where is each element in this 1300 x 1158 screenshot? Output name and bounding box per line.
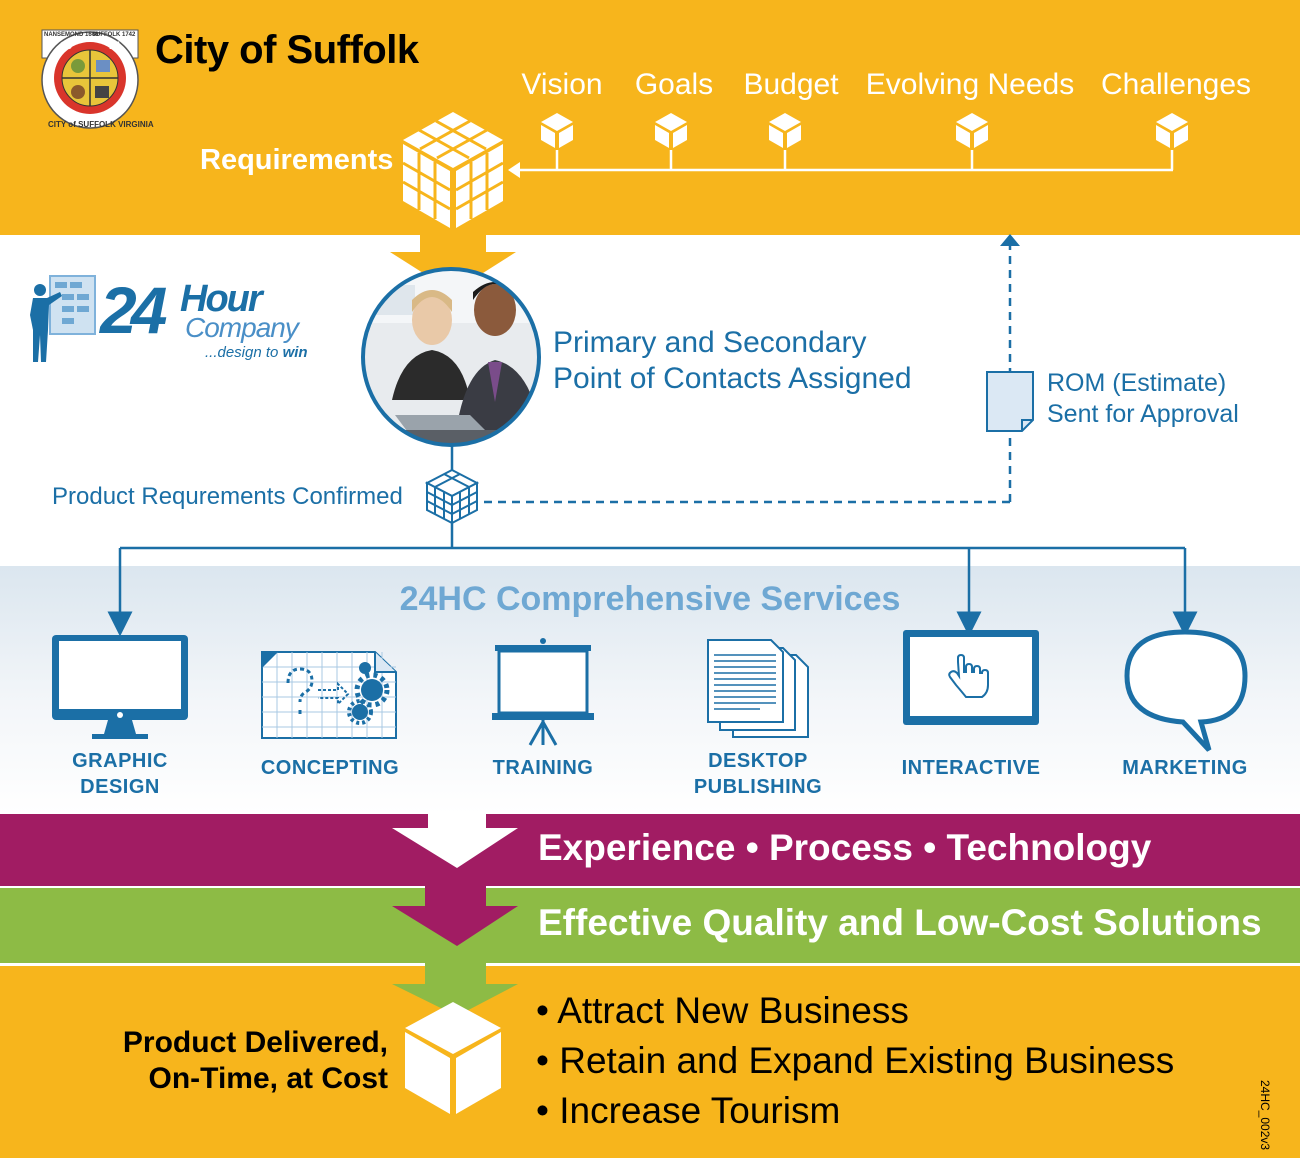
- seal-year-left: 19: [60, 40, 73, 52]
- monitor-icon: [52, 635, 188, 739]
- need-label-budget: Budget: [743, 68, 839, 101]
- challenges-cube-icon: [1156, 113, 1188, 148]
- seal-left-caption: NANSEMOND 1646: [44, 32, 99, 38]
- logo-hour: Hour: [180, 278, 263, 320]
- presenter-icon: [30, 275, 96, 362]
- speech-bubble-icon: [1124, 629, 1248, 752]
- benefit-item: • Attract New Business: [536, 990, 909, 1031]
- outcome-band: [0, 966, 1300, 1158]
- process-connectors: [107, 445, 1198, 637]
- need-cube-icons: [541, 113, 1188, 148]
- service-label-concepting: CONCEPTING: [260, 757, 400, 779]
- logo-number: 24: [100, 273, 167, 347]
- solutions-band: [0, 888, 1300, 963]
- contacts-photo: [361, 267, 541, 447]
- city-title: City of Suffolk: [155, 28, 419, 72]
- rom-document-icon: [986, 371, 1034, 432]
- document-id: 24HC_002v3: [1258, 1080, 1272, 1151]
- documents-icon: [707, 639, 809, 738]
- seal-ring-text: CITY of SUFFOLK VIRGINIA: [48, 120, 154, 129]
- experience-process-technology-text: Experience • Process • Technology: [538, 827, 1152, 868]
- need-label-evolving-needs: Evolving Needs: [865, 68, 1075, 101]
- requirements-confirmed-label: Product Requrements Confirmed: [52, 483, 403, 510]
- evolving-needs-cube-icon: [956, 113, 988, 148]
- product-delivered-text: Product Delivered, On-Time, at Cost: [122, 1026, 388, 1095]
- rom-estimate-text: ROM (Estimate) Sent for Approval: [1047, 369, 1239, 428]
- experience-down-arrow: [392, 886, 518, 946]
- benefits-list: • Attract New Business • Retain and Expa…: [536, 986, 1174, 1136]
- company-logo: 24 Hour Company ...design to win: [100, 272, 308, 361]
- confirmed-cube-icon: [424, 468, 480, 525]
- requirements-label: Requirements: [200, 144, 394, 176]
- service-label-interactive: INTERACTIVE: [901, 757, 1041, 779]
- logo-tagline: ...design to win: [205, 344, 308, 361]
- city-seal: [41, 29, 139, 129]
- goals-cube-icon: [655, 113, 687, 148]
- need-label-vision: Vision: [521, 68, 603, 101]
- services-title: 24HC Comprehensive Services: [399, 580, 901, 618]
- service-label-training: TRAINING: [492, 757, 594, 779]
- delivered-cube-icon: [405, 1002, 501, 1114]
- requirements-down-arrow: [390, 235, 516, 292]
- service-label-marketing: MARKETING: [1122, 757, 1248, 779]
- services-band: [0, 566, 1300, 814]
- seal-year-right: 74: [108, 40, 121, 52]
- logo-company: Company: [185, 312, 299, 343]
- touch-screen-icon: [903, 630, 1039, 725]
- vision-cube-icon: [541, 113, 573, 148]
- benefit-item: • Increase Tourism: [536, 1090, 841, 1131]
- projection-screen-icon: [492, 638, 594, 746]
- seal-right-caption: SUFFOLK 1742: [92, 32, 136, 38]
- needs-arrow-head: [508, 162, 520, 178]
- needs-connector: [520, 150, 1174, 172]
- benefit-item: • Retain and Expand Existing Business: [536, 1040, 1175, 1081]
- experience-band: [0, 814, 1300, 886]
- requirements-cube-icon: [402, 112, 504, 228]
- requirements-band: [0, 0, 1300, 235]
- need-label-challenges: Challenges: [1100, 68, 1252, 101]
- contacts-assigned-text: Primary and Secondary Point of Contacts …: [553, 326, 912, 395]
- rom-up-arrow: [1000, 234, 1020, 246]
- concept-gears-icon: [261, 651, 397, 739]
- effective-solutions-text: Effective Quality and Low-Cost Solutions: [538, 902, 1262, 943]
- solutions-down-arrow: [392, 963, 518, 1016]
- need-label-goals: Goals: [634, 68, 714, 101]
- services-down-arrow: [392, 814, 518, 868]
- budget-cube-icon: [769, 113, 801, 148]
